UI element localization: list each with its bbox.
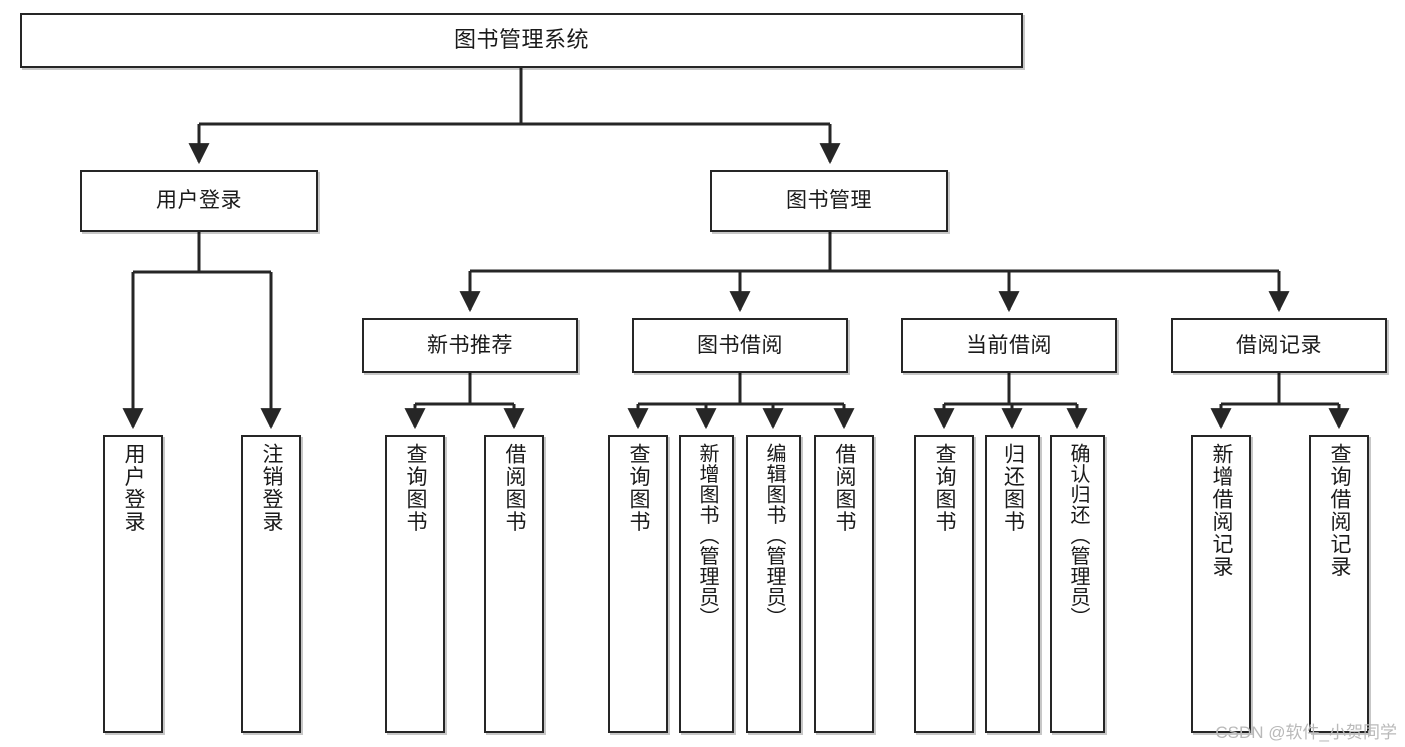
node-leaf-edit-book[interactable]: 编辑图书（管理员）: [746, 435, 801, 733]
node-leaf-user-login[interactable]: 用户登录: [103, 435, 163, 733]
node-user-login-label: 用户登录: [156, 189, 242, 213]
node-leaf-add-record[interactable]: 新增借阅记录: [1191, 435, 1251, 733]
node-leaf-query-record-label: 查询借阅记录: [1328, 443, 1352, 578]
node-root[interactable]: 图书管理系统: [20, 13, 1023, 68]
node-root-label: 图书管理系统: [453, 27, 589, 53]
node-leaf-query-book-cur[interactable]: 查询图书: [914, 435, 974, 733]
node-current-borrow-label: 当前借阅: [966, 333, 1052, 357]
node-leaf-borrow-book-rec[interactable]: 借阅图书: [484, 435, 544, 733]
node-leaf-user-logout[interactable]: 注销登录: [241, 435, 301, 733]
node-user-login[interactable]: 用户登录: [80, 170, 318, 232]
node-leaf-query-book-bor[interactable]: 查询图书: [608, 435, 668, 733]
node-book-manage-label: 图书管理: [786, 189, 872, 213]
node-book-borrow[interactable]: 图书借阅: [632, 318, 848, 373]
node-leaf-user-login-label: 用户登录: [122, 443, 146, 533]
node-leaf-add-record-label: 新增借阅记录: [1210, 443, 1234, 578]
node-leaf-add-book-label: 新增图书（管理员）: [696, 443, 718, 628]
csdn-watermark: CSDN @软件_小贺同学: [1215, 723, 1397, 742]
node-new-book-rec[interactable]: 新书推荐: [362, 318, 578, 373]
node-leaf-query-record[interactable]: 查询借阅记录: [1309, 435, 1369, 733]
node-leaf-confirm-return-label: 确认归还（管理员）: [1067, 443, 1089, 628]
node-leaf-return-book-label: 归还图书: [1001, 443, 1025, 533]
node-leaf-query-book-rec[interactable]: 查询图书: [385, 435, 445, 733]
node-leaf-return-book[interactable]: 归还图书: [985, 435, 1040, 733]
node-book-borrow-label: 图书借阅: [697, 333, 783, 357]
node-leaf-borrow-book-bor[interactable]: 借阅图书: [814, 435, 874, 733]
node-borrow-record[interactable]: 借阅记录: [1171, 318, 1387, 373]
node-current-borrow[interactable]: 当前借阅: [901, 318, 1117, 373]
node-leaf-add-book[interactable]: 新增图书（管理员）: [679, 435, 734, 733]
node-leaf-user-logout-label: 注销登录: [260, 443, 284, 533]
node-leaf-edit-book-label: 编辑图书（管理员）: [763, 443, 785, 628]
node-leaf-confirm-return[interactable]: 确认归还（管理员）: [1050, 435, 1105, 733]
node-book-manage[interactable]: 图书管理: [710, 170, 948, 232]
node-leaf-query-book-bor-label: 查询图书: [627, 443, 651, 533]
node-leaf-query-book-cur-label: 查询图书: [933, 443, 957, 533]
node-leaf-borrow-book-bor-label: 借阅图书: [833, 443, 857, 533]
node-leaf-query-book-rec-label: 查询图书: [404, 443, 428, 533]
node-borrow-record-label: 借阅记录: [1236, 333, 1322, 357]
node-leaf-borrow-book-rec-label: 借阅图书: [503, 443, 527, 533]
node-new-book-rec-label: 新书推荐: [427, 333, 513, 357]
